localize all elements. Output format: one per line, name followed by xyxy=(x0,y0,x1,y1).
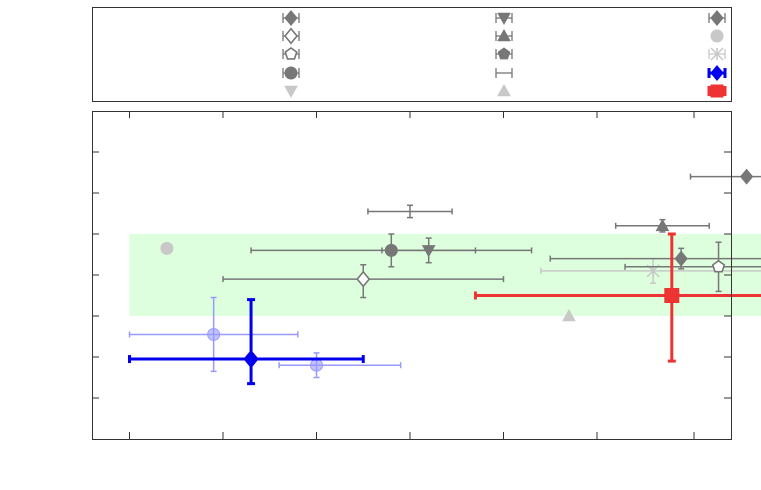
legend-entry xyxy=(495,28,513,42)
legend-entry xyxy=(710,29,724,43)
circle-marker xyxy=(207,327,221,341)
diamond-marker xyxy=(710,65,724,81)
pentagon-marker xyxy=(497,47,511,60)
circle-marker xyxy=(160,241,174,255)
triangle-up-marker xyxy=(655,218,670,232)
data-point xyxy=(549,247,761,270)
triangle-up-marker xyxy=(497,28,511,42)
square-marker xyxy=(710,84,724,98)
data-point xyxy=(160,241,174,255)
axis-ticks xyxy=(92,111,731,439)
circle-marker xyxy=(710,29,724,43)
pentagon-marker xyxy=(284,47,298,60)
data-point xyxy=(624,241,761,293)
circle-marker xyxy=(310,358,323,372)
triangle-down-marker xyxy=(497,12,511,26)
diamond-marker xyxy=(674,250,688,267)
legend-entry xyxy=(282,47,300,60)
data-points xyxy=(128,168,761,386)
data-point xyxy=(614,218,710,233)
legend-entry xyxy=(495,47,513,60)
diamond-marker xyxy=(356,270,371,288)
legend-entry xyxy=(708,10,726,26)
triangle-down-marker xyxy=(421,245,436,258)
legend-entry xyxy=(282,27,300,45)
data-point xyxy=(473,232,761,363)
legend-entry xyxy=(495,68,513,78)
legend-entry xyxy=(707,84,727,98)
legend-entry xyxy=(284,85,298,99)
triangle-up-marker xyxy=(497,83,511,97)
square-marker xyxy=(664,288,680,303)
data-point xyxy=(562,308,576,322)
legend-entry xyxy=(282,10,300,26)
triangle-down-marker xyxy=(284,85,298,99)
data-point xyxy=(689,168,761,185)
diamond-marker xyxy=(710,10,724,26)
legend-entry xyxy=(708,47,726,61)
data-point xyxy=(278,352,402,379)
legend-entry xyxy=(707,65,727,81)
legend-entry xyxy=(497,83,511,97)
plot-area xyxy=(92,111,761,439)
legend-entry xyxy=(495,12,513,26)
diamond-marker xyxy=(284,10,298,26)
diamond-marker xyxy=(283,27,299,45)
pentagon-marker xyxy=(711,259,726,273)
star-marker xyxy=(710,47,724,61)
legend xyxy=(282,10,727,99)
data-point xyxy=(128,298,365,386)
data-point xyxy=(222,264,505,299)
legend-entry xyxy=(282,66,300,80)
triangle-up-marker xyxy=(562,308,576,322)
reference-band xyxy=(129,234,761,316)
legend-frame xyxy=(92,7,732,102)
circle-marker xyxy=(284,66,298,80)
data-point xyxy=(381,237,477,264)
diamond-marker xyxy=(243,349,259,369)
plot-frame xyxy=(92,111,732,440)
diamond-marker xyxy=(739,168,754,185)
data-point xyxy=(367,204,453,219)
